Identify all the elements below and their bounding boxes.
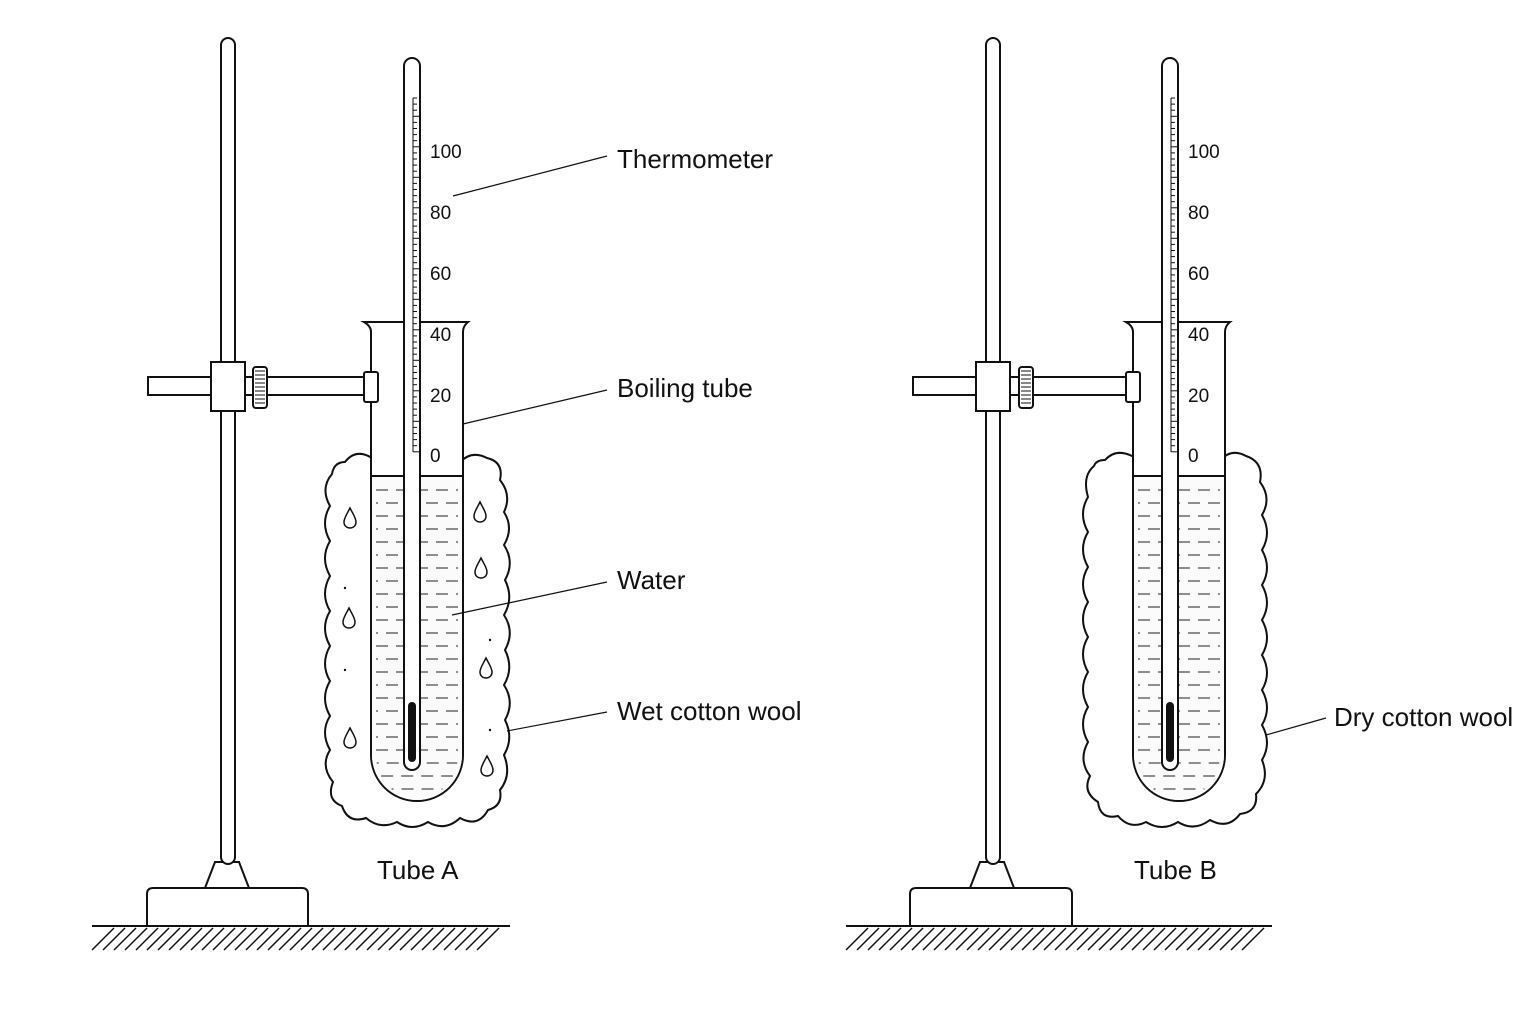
scale-b-40: 40 (1188, 325, 1209, 346)
scale-a-80: 80 (430, 203, 451, 224)
bench-b (845, 925, 1272, 951)
caption-tube-a: Tube A (377, 855, 459, 885)
clamp-grip-b (1125, 371, 1141, 403)
scale-b-60: 60 (1188, 264, 1209, 285)
label-thermometer: Thermometer (617, 144, 773, 174)
scale-b-100: 100 (1188, 142, 1220, 163)
scale-b-0: 0 (1188, 446, 1199, 467)
scale-a-40: 40 (430, 325, 451, 346)
water-droplets (342, 501, 494, 777)
label-dry-cotton-wool: Dry cotton wool (1334, 702, 1513, 732)
scale-a-100: 100 (430, 142, 462, 163)
thermometer-a: 100 80 60 40 20 0 (403, 57, 462, 771)
stand-base-a (146, 887, 309, 927)
clamp-grip-a (363, 371, 379, 403)
retort-rod-b (985, 37, 1001, 865)
label-boiling-tube: Boiling tube (617, 373, 753, 403)
apparatus-tube-b: 100 80 60 40 20 0 Dry cotton wool Tube B (845, 37, 1513, 951)
stand-foot-a (203, 861, 251, 889)
stand-foot-b (968, 861, 1016, 889)
scale-a-20: 20 (430, 386, 451, 407)
label-wet-cotton-wool: Wet cotton wool (617, 696, 802, 726)
scale-a-0: 0 (430, 446, 441, 467)
scale-b-20: 20 (1188, 386, 1209, 407)
thermometer-b: 100 80 60 40 20 0 (1161, 57, 1220, 771)
clamp-boss-a (210, 361, 246, 412)
label-water: Water (617, 565, 686, 595)
caption-tube-b: Tube B (1134, 855, 1217, 885)
scale-a-60: 60 (430, 264, 451, 285)
apparatus-tube-a: 100 80 60 40 20 0 Thermometer Boili (91, 37, 802, 951)
retort-rod-a (220, 37, 236, 865)
scale-b-80: 80 (1188, 203, 1209, 224)
stand-base-b (909, 887, 1073, 927)
bench-a (91, 925, 510, 951)
clamp-boss-b (975, 361, 1011, 412)
